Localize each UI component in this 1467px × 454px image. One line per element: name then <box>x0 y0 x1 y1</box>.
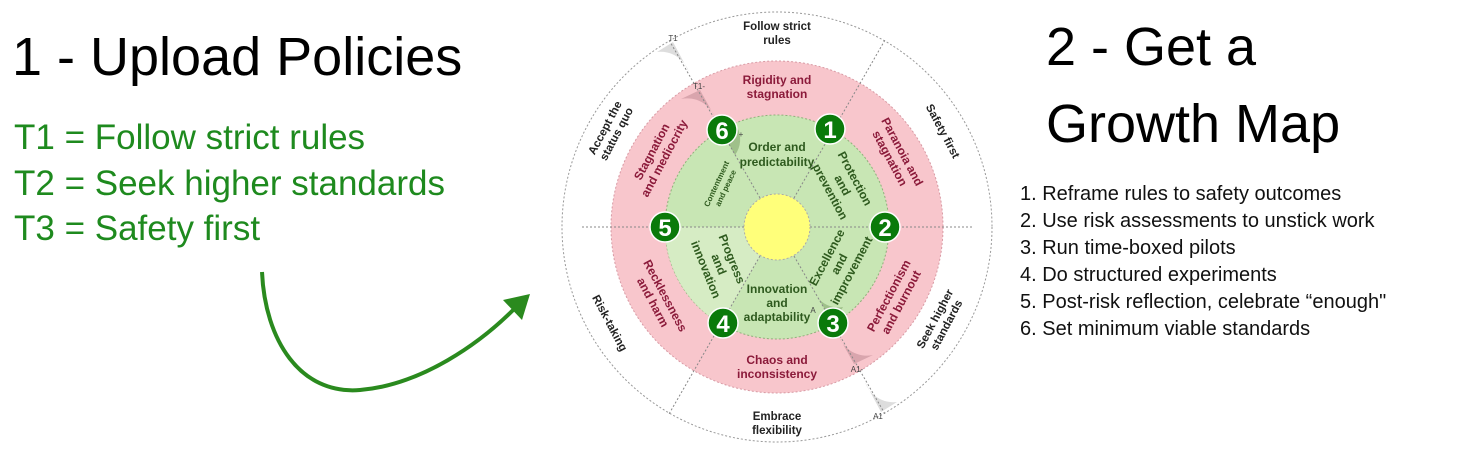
tag-a1: A1 <box>873 412 883 421</box>
lower-left-green-slice <box>665 227 777 324</box>
a1-wedge <box>865 382 897 412</box>
badge-2: 2 <box>869 211 901 243</box>
badge-4: 4 <box>707 307 739 339</box>
policy-t3: T3 = Safety first <box>14 209 261 248</box>
list-item: 5. Post-risk reflection, celebrate “enou… <box>1020 291 1387 313</box>
center-sun <box>743 193 811 261</box>
growth-map-title-line1: 2 - Get a <box>1046 17 1257 77</box>
tag-a: A <box>810 306 816 315</box>
list-item: 2. Use risk assessments to unstick work <box>1020 210 1375 232</box>
growth-map-title-line2: Growth Map <box>1046 94 1341 154</box>
svg-text:2: 2 <box>878 215 891 242</box>
list-item: 1. Reframe rules to safety outcomes <box>1020 183 1342 205</box>
spokes <box>582 39 972 415</box>
tag-plus: + <box>739 130 744 139</box>
svg-text:3: 3 <box>826 311 839 338</box>
a1-minus-wedge <box>839 337 873 364</box>
list-item: 4. Do structured experiments <box>1020 264 1277 286</box>
tag-t1-minus: T1- <box>693 82 705 91</box>
svg-text:6: 6 <box>715 118 728 145</box>
badge-3: 3 <box>817 307 849 339</box>
list-item: 3. Run time-boxed pilots <box>1020 237 1236 259</box>
growth-steps-list: 1. Reframe rules to safety outcomes 2. U… <box>1020 181 1386 343</box>
t1-minus-wedge <box>681 90 715 117</box>
policy-t1: T1 = Follow strict rules <box>14 118 366 157</box>
arrow-head-icon <box>503 294 530 320</box>
badge-1: 1 <box>814 113 846 145</box>
badge-6: 6 <box>706 114 738 146</box>
upload-policies-title: 1 - Upload Policies <box>12 27 463 87</box>
tag-t1: T1 <box>668 34 678 43</box>
svg-text:1: 1 <box>823 117 836 144</box>
policy-t2: T2 = Seek higher standards <box>14 164 445 203</box>
tag-a1-minus: A1- <box>851 365 864 374</box>
curved-arrow <box>260 271 522 393</box>
svg-text:5: 5 <box>658 215 671 242</box>
t1-wedge <box>657 42 689 72</box>
svg-text:4: 4 <box>716 311 730 338</box>
badge-5: 5 <box>649 211 681 243</box>
list-item: 6. Set minimum viable standards <box>1020 318 1311 340</box>
